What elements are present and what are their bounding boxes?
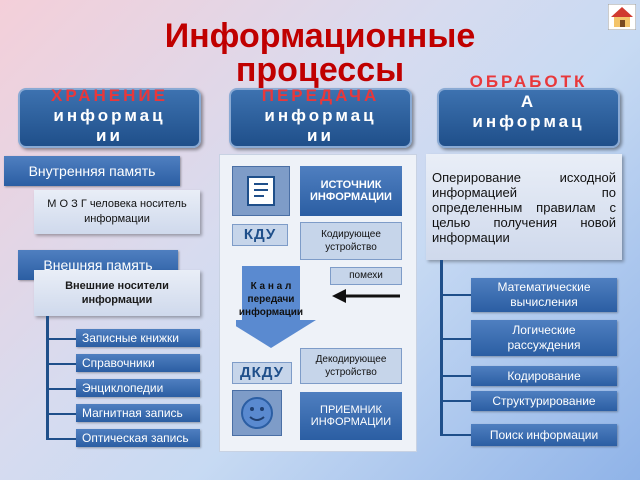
- title-line2: процессы: [235, 51, 405, 89]
- processing-branch: [440, 434, 472, 436]
- processing-item-coding-text: Кодирование: [507, 368, 581, 383]
- header-transfer-line3: ии: [307, 126, 334, 145]
- processing-desc-text: Оперирование исходной информацией по опр…: [432, 169, 616, 245]
- storage-branch: [46, 388, 76, 390]
- storage-branch: [46, 363, 76, 365]
- header-storage-line2: информац: [53, 106, 166, 125]
- storage-branch: [46, 338, 76, 340]
- processing-branch: [440, 375, 472, 377]
- processing-item-search-text: Поиск информации: [489, 427, 599, 442]
- decoder-text: Декодирующее устройство: [315, 354, 387, 378]
- book-icon: [232, 166, 290, 216]
- encoder-text: Кодирующее устройство: [321, 229, 381, 253]
- receiver-text: ПРИЕМНИК ИНФОРМАЦИИ: [310, 404, 392, 428]
- header-storage: ХРАНЕНИЕ информац ии: [18, 86, 201, 148]
- smiley-icon: [232, 390, 282, 436]
- processing-tree-line: [440, 260, 443, 436]
- processing-item-math: Математические вычисления: [471, 278, 617, 312]
- processing-item-coding: Кодирование: [471, 366, 617, 386]
- internal-memory-label: Внутренняя память: [4, 156, 180, 186]
- decoder-tag: ДКДУ: [232, 362, 292, 384]
- processing-item-structuring: Структурирование: [471, 391, 617, 411]
- source-box: ИСТОЧНИК ИНФОРМАЦИИ: [300, 166, 402, 216]
- external-memory-desc: Внешние носители информации: [34, 270, 200, 316]
- storage-item-optical: Оптическая запись: [76, 429, 200, 447]
- home-icon[interactable]: [607, 3, 637, 31]
- internal-memory-desc: М О З Г человека носитель информации: [34, 190, 200, 234]
- processing-item-structuring-text: Структурирование: [492, 393, 596, 408]
- processing-desc: Оперирование исходной информацией по опр…: [426, 154, 622, 260]
- channel-text: К а н а л передачи информации: [238, 281, 304, 318]
- page-title: Информационные процессы: [0, 18, 640, 88]
- left-arrow-icon: [330, 288, 402, 304]
- header-transfer-line2: информац: [264, 106, 377, 125]
- header-storage-line1: ХРАНЕНИЕ: [51, 86, 168, 105]
- storage-branch: [46, 413, 76, 415]
- header-transfer-line1: ПЕРЕДАЧА: [261, 86, 380, 105]
- processing-branch: [440, 338, 472, 340]
- processing-item-search: Поиск информации: [471, 424, 617, 446]
- processing-item-logic: Логические рассуждения: [471, 320, 617, 356]
- header-transfer: ПЕРЕДАЧА информац ии: [229, 86, 412, 148]
- external-memory-desc-text: Внешние носители информации: [65, 280, 169, 306]
- processing-item-math-text: Математические вычисления: [497, 280, 591, 309]
- encoder-box: Кодирующее устройство: [300, 222, 402, 260]
- receiver-box: ПРИЕМНИК ИНФОРМАЦИИ: [300, 392, 402, 440]
- noise-label: помехи: [330, 267, 402, 285]
- header-processing-line1: ОБРАБОТК: [469, 72, 588, 91]
- storage-branch: [46, 438, 76, 440]
- header-processing: ОБРАБОТК А информац: [437, 72, 620, 148]
- header-processing-line3: информац: [472, 112, 585, 131]
- processing-item-logic-text: Логические рассуждения: [507, 323, 581, 352]
- processing-branch: [440, 294, 472, 296]
- source-text: ИСТОЧНИК ИНФОРМАЦИИ: [310, 179, 392, 203]
- storage-tree-line: [46, 316, 49, 440]
- header-processing-line2: А: [520, 92, 537, 111]
- channel-arrow: [226, 266, 318, 348]
- internal-memory-desc-text: М О З Г человека носитель информации: [47, 198, 187, 225]
- processing-branch: [440, 400, 472, 402]
- storage-item-notebooks: Записные книжки: [76, 329, 200, 347]
- header-storage-line3: ии: [96, 126, 123, 145]
- storage-item-magnetic: Магнитная запись: [76, 404, 200, 422]
- title-line1: Информационные: [164, 17, 476, 55]
- decoder-box: Декодирующее устройство: [300, 348, 402, 384]
- storage-item-reference: Справочники: [76, 354, 200, 372]
- encoder-tag: КДУ: [232, 224, 288, 246]
- storage-item-encyclopedias: Энциклопедии: [76, 379, 200, 397]
